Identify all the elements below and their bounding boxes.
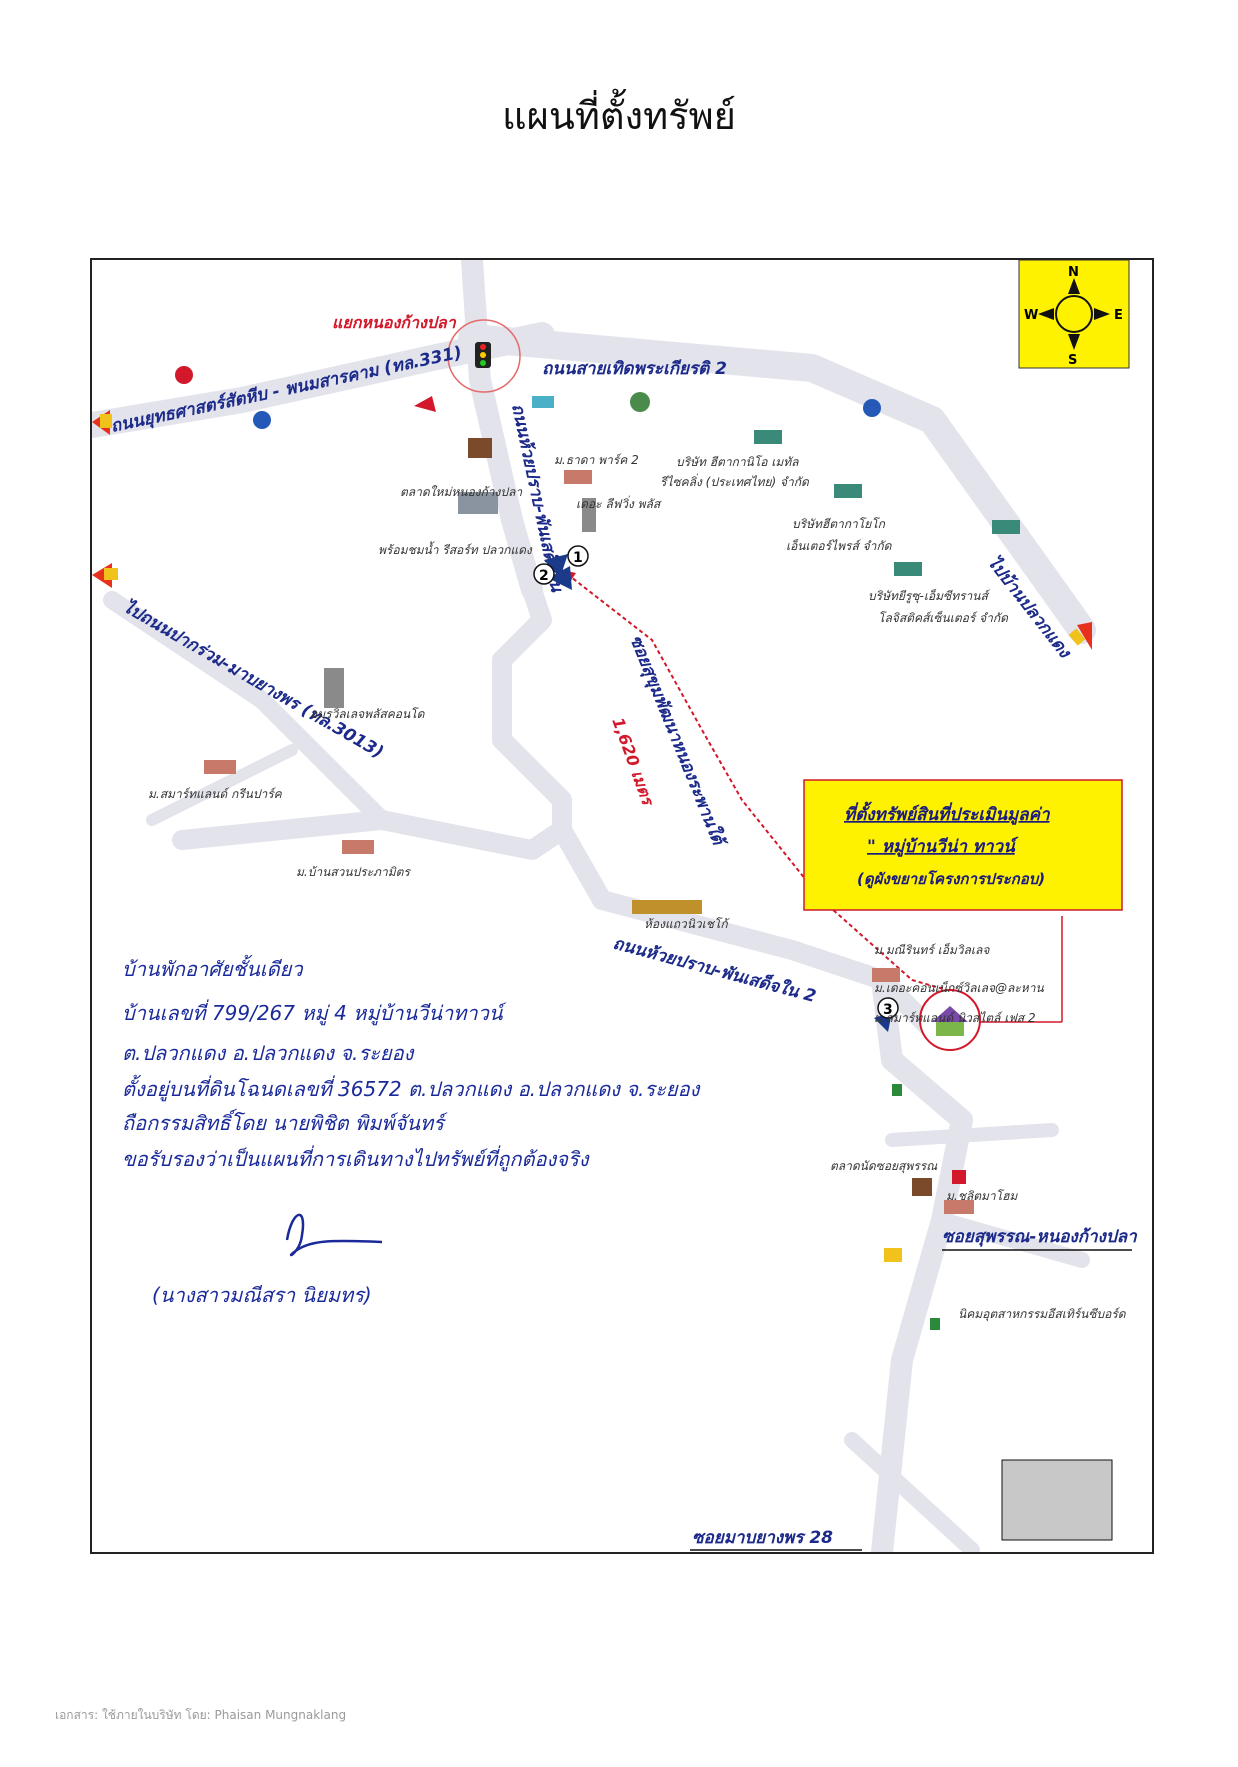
- poi-smart-newstyle: ม.สมาร์ทแลนด์ นิวสไตล์ เฟส 2: [874, 1011, 1036, 1025]
- road-to-pakruam-label: ไปถนนปากร่วม-มาบยางพร (ทล.3013): [120, 596, 388, 763]
- poi-industrial: นิคมอุตสาหกรรมอีสเทิร์นซีบอร์ด: [958, 1307, 1127, 1322]
- location-map: แยกหนองก้างปลา ถนนยุทธศาสตร์สัตหีบ - พนม…: [90, 258, 1154, 1554]
- poi-labels: ตลาดใหม่หนองก้างปลา ม.ธาดา พาร์ค 2 เดอะ …: [148, 453, 1127, 1322]
- poi-tara-park: ม.ธาดา พาร์ค 2: [554, 453, 639, 467]
- road-west-stub: [146, 744, 298, 826]
- junction-label: แยกหนองก้างปลา: [332, 313, 457, 332]
- resort-icon: [458, 492, 498, 514]
- poi-chalitma: ม.ชลิตมาโฮม: [946, 1189, 1018, 1203]
- townhouse-icon: [632, 900, 702, 914]
- factory-icon-industrial: [1001, 1459, 1113, 1541]
- seven-eleven-icon: [892, 1084, 902, 1096]
- distance-label: 1,620 เมตร: [608, 715, 658, 809]
- road-331-label: ถนนยุทธศาสตร์สัตหีบ - พนมสารคาม (ทล.331): [109, 342, 464, 437]
- factory-icon-1: [754, 430, 782, 444]
- callout-title: ที่ตั้งทรัพย์สินที่ประเมินมูลค่า: [844, 801, 1051, 825]
- poi-market-suphan: ตลาดนัดซอยสุพรรณ: [830, 1159, 938, 1174]
- callout-note: (ดูผังขยายโครงการประกอบ): [857, 869, 1045, 889]
- poi-company2-a: บริษัทฮีตากาโยโก: [792, 517, 886, 531]
- village-icon-suan: [342, 840, 374, 854]
- road-branch-east: [934, 1212, 1090, 1268]
- road-huaiprap: [172, 580, 572, 860]
- condo-icon-amara: [324, 668, 344, 708]
- poi-smart-green: ม.สมาร์ทแลนด์ กรีนปาร์ค: [148, 787, 283, 801]
- note-line-1: บ้านพักอาศัยชั้นเดียว: [122, 954, 304, 981]
- junction-marker: [447, 319, 521, 393]
- marker-2-label: 2: [539, 568, 549, 584]
- factory-icon-3: [894, 562, 922, 576]
- note-signer-name: (นางสาวมณีสรา นิยมทร): [152, 1283, 372, 1307]
- honda-icon: [414, 396, 436, 412]
- note-line-4: ตั้งอยู่บนที่ดินโฉนดเลขที่ 36572 ต.ปลวกแ…: [122, 1074, 701, 1102]
- fuel-station-icon: [175, 366, 193, 384]
- bank-icon-2: [630, 392, 650, 412]
- poi-company1-a: บริษัท ฮีตากานิโอ เมทัล: [676, 455, 799, 469]
- condo-icon-living: [582, 498, 596, 532]
- village-icon-smart-green: [204, 760, 236, 774]
- note-line-3: ต.ปลวกแดง อ.ปลวกแดง จ.ระยอง: [122, 1041, 415, 1065]
- soi-suphan-label: ซอยสุพรรณ-หนองก้างปลา: [942, 1227, 1138, 1247]
- soi-maap-label: ซอยมาบยางพร 28: [692, 1528, 833, 1548]
- village-icon-chalitma: [944, 1200, 974, 1214]
- map-canvas: แยกหนองก้างปลา ถนนยุทธศาสตร์สัตหีบ - พนม…: [92, 260, 1138, 1552]
- compass-w: W: [1024, 308, 1038, 323]
- marker-3-label: 3: [883, 1002, 893, 1018]
- poi-townhomes: ห้องแถวนิวเชโก้: [644, 917, 731, 931]
- poi-market: ตลาดใหม่หนองก้างปลา: [400, 485, 523, 499]
- road-chaloem-label: ถนนสายเทิดพระเกียรติ 2: [542, 359, 727, 379]
- caltex-icon: [952, 1170, 966, 1184]
- callout-village: " หมู่บ้านวีน่า ทาวน์: [867, 836, 1019, 857]
- marker-1-label: 1: [573, 550, 583, 566]
- bank-icon: [532, 396, 554, 408]
- road-main-south: [871, 969, 973, 1552]
- compass-s: S: [1068, 353, 1077, 368]
- poi-company1-b: รีไซคลิ่ง (ประเทศไทย) จำกัด: [660, 473, 810, 489]
- poi-malee: ม.มณีรินทร์ เอ็มวิลเลจ: [874, 942, 990, 957]
- shell-icon: [884, 1248, 902, 1262]
- poi-icons: [175, 366, 1113, 1541]
- road-north-south: [461, 260, 543, 601]
- ptt-icon: [253, 411, 271, 429]
- arrow-east-chaloem: [1077, 622, 1092, 650]
- road-south-loop: [552, 820, 942, 1040]
- property-location: [919, 916, 1063, 1051]
- note-line-6: ขอรับรองว่าเป็นแผนที่การเดินทางไปทรัพย์ท…: [122, 1145, 590, 1172]
- poi-company2-b: เอ็นเตอร์ไพรส์ จำกัด: [786, 538, 893, 553]
- seven-eleven-icon-2: [930, 1318, 940, 1330]
- property-callout: ที่ตั้งทรัพย์สินที่ประเมินมูลค่า " หมู่บ…: [803, 779, 1123, 911]
- poi-the-living: เดอะ ลีฟวิ่ง พลัส: [576, 495, 662, 511]
- poi-resort: พร้อมชมน้ำ รีสอร์ท ปลวกแดง: [378, 541, 533, 557]
- note-line-5: ถือกรรมสิทธิ์โดย นายพิชิต พิมพ์จันทร์: [122, 1108, 448, 1135]
- factory-icon-4: [992, 520, 1020, 534]
- footer-note: เอกสาร: ใช้ภายในบริษัท โดย: Phaisan Mung…: [55, 1708, 347, 1722]
- compass-e: E: [1114, 308, 1123, 323]
- compass-n: N: [1068, 265, 1079, 280]
- soi-route-label: ซอยสุขุมพัฒนาหนองระพานใต้: [625, 632, 730, 851]
- market-icon: [468, 438, 492, 458]
- road-east-stub: [885, 1123, 1059, 1147]
- poi-the-connect: ม.เดอะคอนเน็กซ์วิลเลจ@ละหาน: [874, 980, 1044, 995]
- poi-amara: อมรวิลเลจพลัสคอนโด: [310, 707, 426, 721]
- route-line: [561, 569, 948, 991]
- ptt-icon-2: [863, 399, 881, 417]
- road-south-ext: [844, 1432, 980, 1552]
- village-icon-tara: [564, 470, 592, 484]
- marker-3: 3: [874, 997, 899, 1032]
- page-title: แผนที่ตั้งทรัพย์: [502, 94, 736, 138]
- road-west: [103, 591, 391, 829]
- marker-2: 2: [533, 563, 572, 590]
- note-line-2: บ้านเลขที่ 799/267 หมู่ 4 หมู่บ้านวีน่าท…: [122, 999, 507, 1026]
- edge-arrows: [92, 410, 1092, 650]
- poi-company3-a: บริษัทยีรูซุ-เอ็มซีทรานส์: [868, 588, 991, 604]
- signature: [285, 1213, 383, 1257]
- poi-company3-b: โลจิสติคส์เซ็นเตอร์ จำกัด: [878, 610, 1009, 625]
- marker-1: 1: [544, 545, 589, 578]
- handwritten-note: บ้านพักอาศัยชั้นเดียว บ้านเลขที่ 799/267…: [122, 954, 701, 1307]
- market-icon-2: [912, 1178, 932, 1196]
- poi-suan-prapa: ม.บ้านสวนประภามิตร: [296, 865, 411, 879]
- village-icon-connect: [872, 968, 900, 982]
- factory-icon-2: [834, 484, 862, 498]
- compass: N S W E: [1018, 260, 1130, 369]
